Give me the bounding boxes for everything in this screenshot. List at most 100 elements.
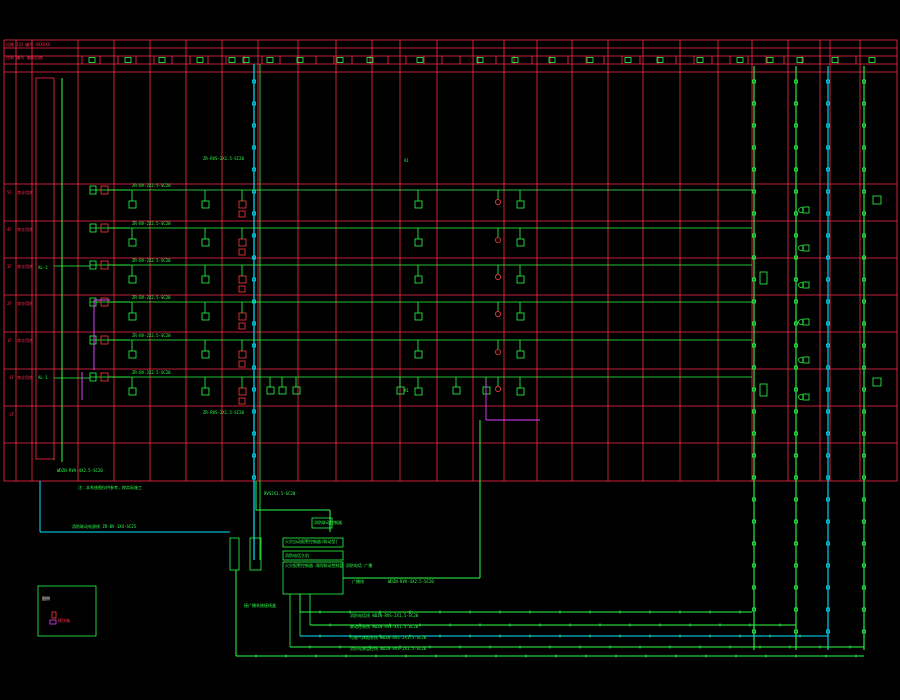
header-symbol-box — [656, 57, 664, 63]
detector-icon — [516, 350, 525, 359]
header-symbol-box — [296, 57, 304, 63]
floor-label-3f: 3F — [7, 264, 12, 269]
riser-tick — [794, 475, 798, 480]
legend-symbol — [51, 611, 57, 619]
note-3: RVS2X1.5-SC20 — [264, 491, 296, 496]
riser-tick — [826, 409, 830, 414]
panel-label-al2: AL-2 — [38, 265, 48, 270]
riser-tick — [752, 519, 756, 524]
riser-tick — [862, 607, 866, 612]
riser-tick — [794, 255, 798, 260]
alarm-bell-icon — [494, 198, 501, 205]
panel-column-box — [35, 77, 55, 460]
riser-tick — [862, 475, 866, 480]
detector-icon — [516, 312, 525, 321]
riser-tick — [794, 585, 798, 590]
riser-tick — [862, 629, 866, 634]
detector-icon — [238, 387, 247, 396]
basement-device-icon — [396, 386, 405, 395]
main-riser-tick — [252, 277, 256, 282]
alarm-bell-icon — [494, 236, 501, 243]
right-end-device-top — [872, 195, 882, 205]
riser-tick — [794, 321, 798, 326]
right-module-box — [802, 393, 810, 401]
main-riser-tick — [252, 365, 256, 370]
header-symbol-box — [624, 57, 632, 63]
detector-icon — [201, 312, 210, 321]
riser-tick — [752, 343, 756, 348]
riser-tick — [862, 167, 866, 172]
riser-tick — [794, 277, 798, 282]
tag-a1-top: A1 — [404, 158, 409, 163]
bus-bottom-annotation: ZR-RVS-2X1.5-SC20 — [203, 410, 245, 415]
riser-tick — [826, 321, 830, 326]
alarm-bell-icon — [494, 310, 501, 317]
riser-tick — [862, 453, 866, 458]
riser-tick — [794, 453, 798, 458]
riser-tick — [826, 629, 830, 634]
header-symbol-box — [196, 57, 204, 63]
zone-annotation-m1f: ZR-BV-2X2.5-SC20 — [132, 370, 171, 375]
sub-device-icon — [238, 248, 246, 256]
riser-tick — [826, 563, 830, 568]
floor-label-5f: 5F — [7, 190, 12, 195]
main-riser-tick — [252, 167, 256, 172]
riser-tick — [862, 255, 866, 260]
detector-icon — [201, 200, 210, 209]
header-line-2: 控制 编号 编制回路 — [6, 54, 43, 60]
riser-tick — [794, 607, 798, 612]
right-module-box — [802, 244, 810, 252]
floor-label-4f: 4F — [7, 227, 12, 232]
riser-tick — [862, 585, 866, 590]
riser-tick — [752, 409, 756, 414]
tag-a1-bottom: A1 — [404, 388, 409, 393]
riser-tick — [752, 123, 756, 128]
riser-tick — [826, 453, 830, 458]
riser-tick — [862, 189, 866, 194]
zone-annotation-5f: ZR-BV-2X2.5-SC20 — [132, 183, 171, 188]
detector-icon — [128, 387, 137, 396]
main-riser-tick — [252, 299, 256, 304]
riser-tick — [862, 431, 866, 436]
header-symbol-box — [266, 57, 274, 63]
input-module-icon — [89, 297, 97, 307]
riser-tick — [752, 145, 756, 150]
detector-icon — [238, 200, 247, 209]
detector-icon — [128, 200, 137, 209]
riser-tick — [752, 497, 756, 502]
riser-tick — [794, 233, 798, 238]
riser-tick — [826, 79, 830, 84]
alarm-bell-icon — [494, 385, 501, 392]
riser-tick — [794, 409, 798, 414]
main-riser-tick — [252, 475, 256, 480]
riser-tick — [826, 145, 830, 150]
riser-tick — [752, 475, 756, 480]
header-symbol-box — [586, 57, 594, 63]
cable-label-3: 可燃气体报警线 WDZN-RVS-2X1.5-SC20 — [350, 634, 427, 640]
detector-icon — [516, 200, 525, 209]
riser-tick — [794, 563, 798, 568]
riser-tick — [752, 387, 756, 392]
riser-tick — [826, 101, 830, 106]
controller-box-mid — [249, 537, 262, 571]
detector-icon — [414, 238, 423, 247]
riser-tick — [794, 123, 798, 128]
sub-note: 接广播系统接线盒 — [244, 602, 276, 608]
detector-icon — [238, 350, 247, 359]
detector-icon — [201, 387, 210, 396]
riser-tick — [794, 189, 798, 194]
riser-tick — [752, 299, 756, 304]
header-symbol-box — [228, 57, 236, 63]
floor-label-1f: 1F — [7, 338, 12, 343]
input-module-icon — [89, 185, 97, 195]
riser-tick — [826, 277, 830, 282]
header-symbol-box — [124, 57, 132, 63]
header-symbol-box — [158, 57, 166, 63]
riser-tick — [862, 409, 866, 414]
riser-tick — [826, 519, 830, 524]
main-riser-tick — [252, 431, 256, 436]
header-symbol-box — [511, 57, 519, 63]
riser-tick — [862, 497, 866, 502]
input-module-icon — [89, 223, 97, 233]
broadcast-label: 广播线 — [352, 578, 364, 584]
